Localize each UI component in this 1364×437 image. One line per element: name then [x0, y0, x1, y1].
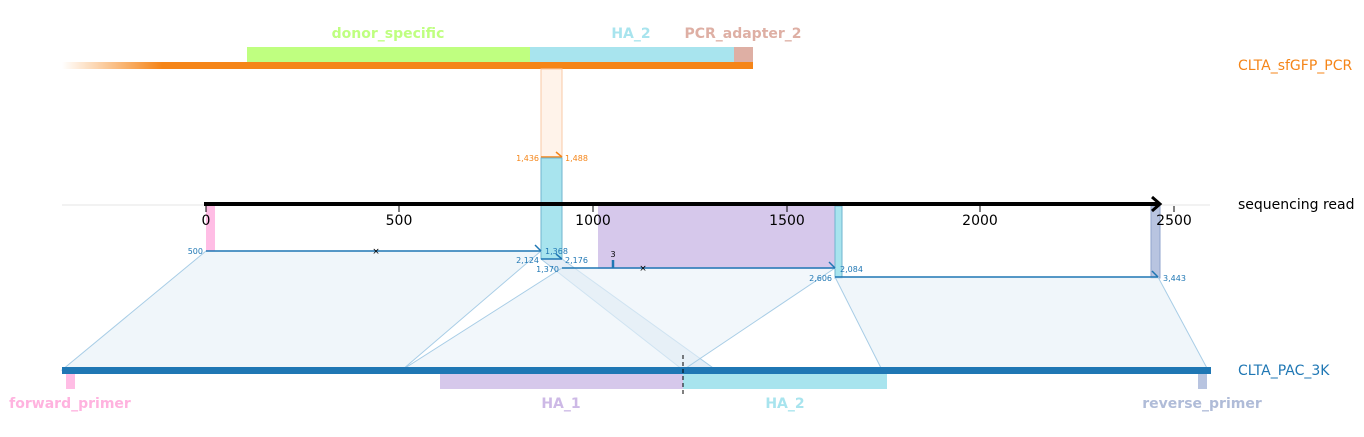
alignment-arrow-2-head	[555, 253, 563, 260]
read-axis-tick-label: 0	[202, 213, 211, 229]
pcr-track-bar	[162, 62, 753, 69]
alignment-2-left: 2,124	[516, 256, 539, 265]
pcr-alignment-start: 1,436	[516, 154, 539, 163]
alignment-1-right: 1,368	[545, 247, 568, 256]
read-axis-tick-label: 500	[386, 213, 413, 229]
read-track-label: sequencing read	[1238, 197, 1354, 213]
ref-ha1-block	[440, 374, 683, 389]
alignment-1-left: 500	[188, 247, 203, 256]
pcr-track-label: CLTA_sfGFP_PCR	[1238, 58, 1352, 74]
read-ha1-highlight	[598, 206, 835, 269]
ref-track-bar	[62, 367, 1211, 374]
read-axis-tick-label: 1000	[575, 213, 611, 229]
mismatch-mark: ×	[639, 264, 647, 274]
ref-reverse-primer	[1198, 374, 1207, 389]
ha2-top-label: HA_2	[611, 26, 650, 42]
read-axis-tick-label: 2500	[1156, 213, 1192, 229]
read-axis-tick-label: 1500	[769, 213, 805, 229]
alignment-arrow-3-head	[828, 261, 836, 269]
alignment-arrow-1-head	[534, 244, 542, 252]
ha2-top-block	[530, 47, 734, 62]
pcr-track-fade	[62, 62, 162, 69]
ha2-bottom-label: HA_2	[765, 396, 804, 412]
insertion-label: 3	[610, 250, 615, 259]
pcr-alignment-arrow-head	[555, 151, 563, 158]
read-track-arrowhead	[1151, 195, 1163, 213]
read-axis: 0 500 1000 1500 2000 2500	[202, 206, 1192, 229]
donor-specific-label: donor_specific	[332, 26, 445, 42]
mismatch-mark: ×	[372, 247, 380, 257]
ref-forward-primer	[66, 374, 75, 389]
read-axis-tick-label: 2000	[962, 213, 998, 229]
pcr-adapter-2-label: PCR_adapter_2	[684, 26, 801, 42]
ha1-label: HA_1	[541, 396, 580, 412]
alignment-4-right: 3,443	[1163, 274, 1186, 283]
alignment-fill-4	[834, 276, 1209, 371]
ref-track-label: CLTA_PAC_3K	[1238, 363, 1330, 379]
alignment-2-right: 2,176	[565, 256, 588, 265]
donor-specific-block	[247, 47, 530, 62]
alignment-arrow-4-head	[1151, 270, 1159, 278]
pcr-adapter-2-block	[734, 47, 753, 62]
pcr-alignment-end: 1,488	[565, 154, 588, 163]
alignment-3-right: 2,084	[840, 265, 863, 274]
ref-ha2-block	[683, 374, 887, 389]
pcr-alignment-shade	[540, 68, 563, 159]
forward-primer-label: forward_primer	[9, 396, 131, 412]
read-ha2-highlight	[540, 157, 563, 260]
alignment-4-left: 2,606	[809, 274, 832, 283]
alignment-3-left: 1,370	[536, 265, 559, 274]
read-forward-primer	[206, 206, 215, 251]
reverse-primer-label: reverse_primer	[1142, 396, 1262, 412]
